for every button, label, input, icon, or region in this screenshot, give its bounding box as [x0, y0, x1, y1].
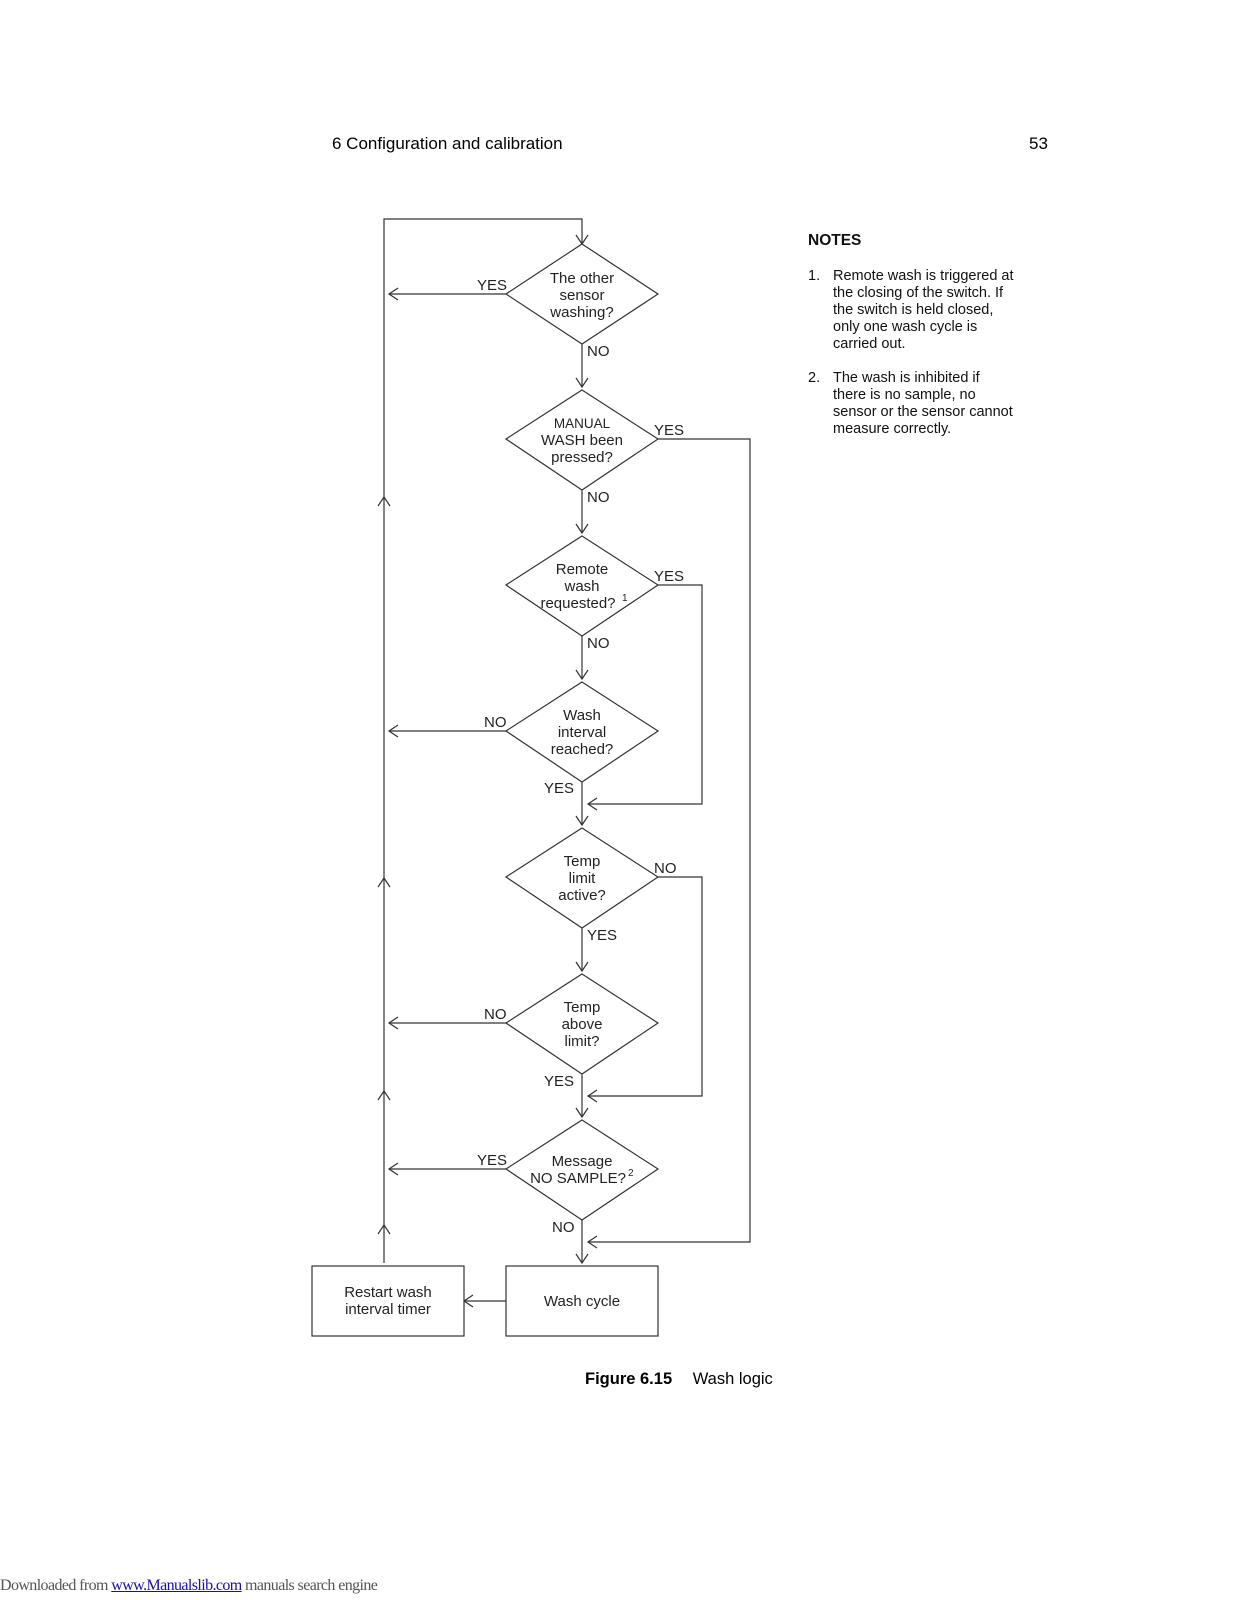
edge-label-yes: YES	[477, 277, 507, 294]
decision-line: Message	[552, 1153, 613, 1170]
decision-line: Wash	[563, 707, 601, 724]
decision-line: Temp	[564, 999, 601, 1016]
note-number: 2.	[808, 370, 821, 386]
edge-label-no: NO	[587, 343, 610, 360]
edge-label-yes: YES	[544, 1073, 574, 1090]
process-restart-wash-interval-timer: Restart wash interval timer	[311, 1265, 465, 1337]
page-number: 53	[1029, 134, 1048, 153]
decision-temp-above-limit: Temp above limit?	[504, 973, 660, 1075]
decision-line: above	[562, 1016, 603, 1033]
note-line: the closing of the switch. If	[833, 285, 1004, 301]
decision-line: interval	[558, 724, 606, 741]
edge-label-yes: YES	[654, 568, 684, 585]
process-line: interval timer	[345, 1301, 431, 1318]
footer-suffix: manuals search engine	[241, 1577, 378, 1594]
flowchart-arrowheads	[377, 234, 598, 1308]
decision-line: MANUAL	[554, 416, 611, 431]
edge-label-yes: YES	[477, 1152, 507, 1169]
notes-panel: NOTES 1. Remote wash is triggered at the…	[808, 232, 1038, 455]
notes-title: NOTES	[808, 232, 862, 249]
decision-line: reached?	[551, 741, 614, 758]
process-line: Restart wash	[344, 1284, 432, 1301]
figure-caption: Figure 6.15 Wash logic	[585, 1370, 773, 1389]
decision-line: active?	[558, 887, 606, 904]
decision-line: The other	[550, 270, 614, 287]
decision-line: limit?	[564, 1033, 599, 1050]
process-wash-cycle: Wash cycle	[505, 1265, 659, 1337]
download-footer: Downloaded from www.Manualslib.com manua…	[0, 1577, 378, 1595]
page-header-title: 6 Configuration and calibration	[332, 134, 563, 153]
note-line: only one wash cycle is	[833, 319, 978, 335]
note-line: the switch is held closed,	[833, 302, 994, 318]
footer-prefix: Downloaded from	[0, 1577, 112, 1594]
wash-logic-flowchart: The other sensor washing? MANUAL WASH be…	[311, 218, 751, 1337]
note-line: The wash is inhibited if	[833, 370, 980, 386]
figure-label: Figure 6.15	[585, 1370, 673, 1388]
flowchart-connectors	[383, 218, 751, 1302]
figure-title: Wash logic	[692, 1370, 773, 1388]
edge-label-no: NO	[552, 1219, 575, 1236]
decision-line: WASH been	[541, 432, 623, 449]
note-line: sensor or the sensor cannot	[833, 404, 1013, 420]
decision-superscript: 1	[622, 593, 628, 604]
decision-other-sensor-washing: The other sensor washing?	[504, 243, 660, 345]
edge-label-no: NO	[587, 635, 610, 652]
decision-line: requested?	[540, 595, 615, 612]
note-line: measure correctly.	[833, 421, 952, 437]
decision-remote-wash-requested: Remote wash requested? 1	[504, 535, 660, 637]
decision-temp-limit-active: Temp limit active?	[504, 827, 660, 929]
decision-line: Remote	[556, 561, 609, 578]
process-line: Wash cycle	[544, 1293, 620, 1310]
edge-label-no: NO	[587, 489, 610, 506]
note-line: carried out.	[833, 336, 906, 352]
decision-line: sensor	[559, 287, 604, 304]
edge-label-yes: YES	[654, 422, 684, 439]
manualslib-link[interactable]: www.Manualslib.com	[111, 1577, 242, 1594]
decision-superscript: 2	[628, 1168, 634, 1179]
decision-line: limit	[569, 870, 596, 887]
edge-label-yes: YES	[544, 780, 574, 797]
decision-line: pressed?	[551, 449, 613, 466]
note-line: Remote wash is triggered at	[833, 268, 1014, 284]
decision-line: Temp	[564, 853, 601, 870]
decision-manual-wash-pressed: MANUAL WASH been pressed?	[504, 389, 660, 491]
edge-labels: YES NO YES NO YES NO NO YES NO YES NO YE…	[477, 277, 684, 1236]
edge-label-no: NO	[654, 860, 677, 877]
edge-label-no: NO	[484, 1006, 507, 1023]
decision-message-no-sample: Message NO SAMPLE? 2	[504, 1119, 660, 1221]
note-number: 1.	[808, 268, 821, 284]
edge-label-yes: YES	[587, 927, 617, 944]
decision-wash-interval-reached: Wash interval reached?	[504, 681, 660, 783]
note-line: there is no sample, no	[833, 387, 976, 403]
decision-line: wash	[563, 578, 599, 595]
note-item-2: 2. The wash is inhibited if there is no …	[808, 370, 1038, 438]
decision-line: NO SAMPLE?	[530, 1170, 626, 1187]
note-item-1: 1. Remote wash is triggered at the closi…	[808, 268, 1038, 353]
decision-line: washing?	[549, 304, 613, 321]
edge-label-no: NO	[484, 714, 507, 731]
